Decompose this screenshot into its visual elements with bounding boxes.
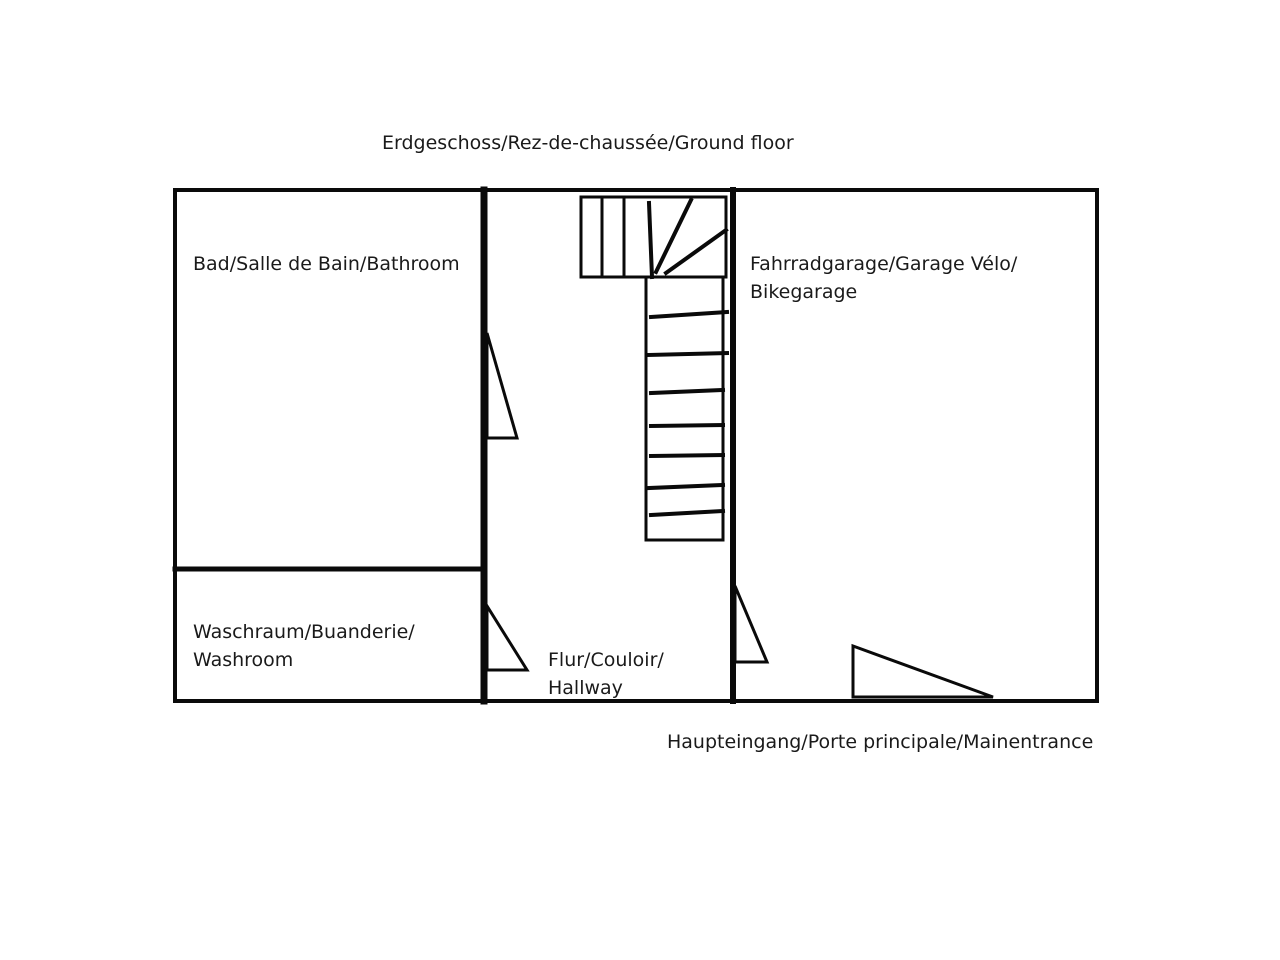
stair-tread — [646, 350, 730, 358]
main-entrance-door — [851, 643, 994, 699]
room-label-bikegarage-line2: Bikegarage — [750, 281, 858, 303]
bathroom-door — [485, 332, 519, 440]
room-label-hallway: Flur/Couloir/ Hallway — [548, 646, 664, 698]
room-label-washroom-line2: Washroom — [193, 649, 294, 671]
stair-tread — [653, 197, 694, 275]
washroom-door — [485, 600, 530, 672]
garage-interior-door — [733, 585, 770, 664]
stair-tread — [648, 452, 726, 459]
staircase — [579, 195, 730, 542]
room-label-bikegarage: Fahrradgarage/Garage Vélo/ Bikegarage — [750, 250, 1017, 306]
stair-tread — [648, 422, 726, 429]
room-label-bikegarage-line1: Fahrradgarage/Garage Vélo/ — [750, 253, 1018, 275]
stair-flight — [644, 275, 725, 542]
stair-tread — [646, 482, 726, 491]
room-label-bathroom: Bad/Salle de Bain/Bathroom — [193, 253, 460, 275]
main-entrance-label: Haupteingang/Porte principale/Mainentran… — [667, 731, 1094, 753]
outer-wall — [173, 188, 1099, 703]
floor-title: Erdgeschoss/Rez-de-chaussée/Ground floor — [382, 132, 794, 154]
stair-tread — [648, 387, 726, 396]
stair-tread — [663, 227, 729, 276]
room-label-hallway-line1: Flur/Couloir/ — [548, 649, 664, 671]
room-label-washroom-line1: Waschraum/Buanderie/ — [193, 621, 415, 643]
room-label-hallway-line2: Hallway — [548, 677, 623, 698]
stair-tread — [646, 200, 655, 280]
stair-tread — [648, 309, 730, 320]
room-label-washroom: Waschraum/Buanderie/ Washroom — [193, 618, 415, 674]
stair-tread — [648, 508, 726, 518]
